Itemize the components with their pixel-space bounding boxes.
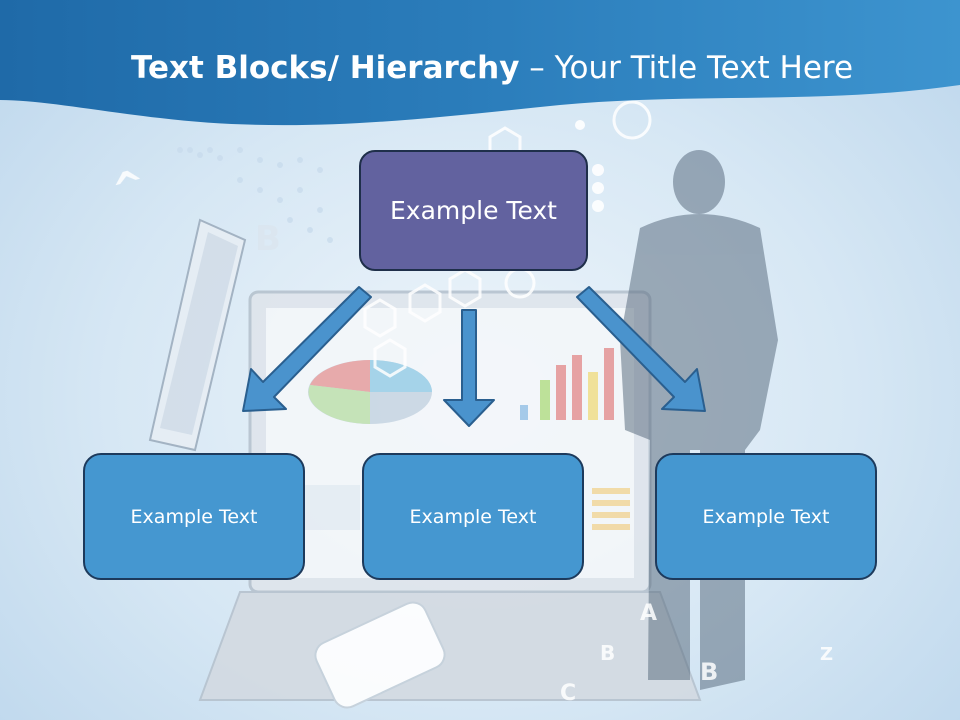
child-box-right-label: Example Text [702, 505, 830, 528]
child-box-right[interactable]: Example Text [655, 453, 877, 580]
top-level-box[interactable]: Example Text [359, 150, 588, 271]
svg-text:C: C [560, 681, 576, 706]
child-box-left[interactable]: Example Text [83, 453, 305, 580]
header-wave [0, 0, 960, 126]
dot-grid-decoration [575, 120, 604, 212]
arrow-left [242, 286, 372, 412]
hexagon-decoration [363, 100, 652, 378]
svg-text:B: B [255, 219, 281, 259]
arrow-center [443, 309, 495, 427]
svg-text:A: A [640, 601, 657, 626]
child-box-left-label: Example Text [130, 505, 258, 528]
floating-letters-decoration: ^ B A B C Z B [107, 161, 833, 706]
tablet-decoration [148, 218, 247, 452]
title-regular-part: Your Title Text Here [554, 50, 854, 86]
svg-text:Z: Z [820, 644, 833, 665]
world-map-decoration [177, 147, 333, 243]
title-bold-part: Text Blocks/ Hierarchy [130, 50, 520, 86]
svg-text:B: B [700, 658, 718, 686]
top-level-box-label: Example Text [390, 196, 557, 225]
child-box-center[interactable]: Example Text [362, 453, 584, 580]
arrow-right [576, 286, 706, 412]
title-dash: – [519, 50, 555, 86]
child-box-center-label: Example Text [409, 505, 537, 528]
svg-text:B: B [600, 641, 615, 665]
slide-title: Text Blocks/ Hierarchy – Your Title Text… [0, 50, 960, 86]
